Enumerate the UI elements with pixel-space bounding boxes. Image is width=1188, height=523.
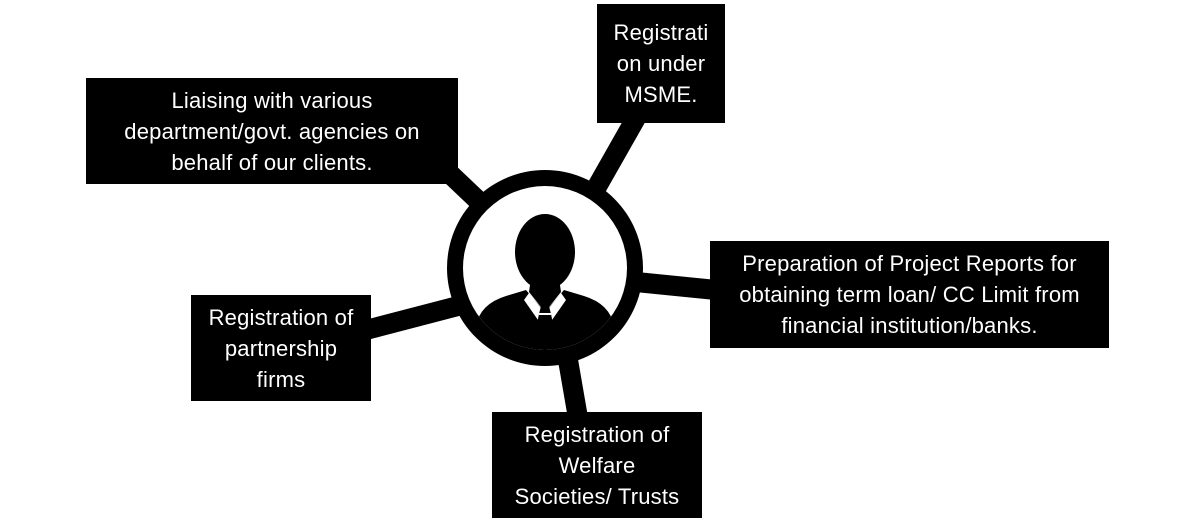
service-box-project-reports: Preparation of Project Reports for obtai… <box>710 241 1109 348</box>
service-text-line: Liaising with various <box>171 87 373 113</box>
service-text-line: Preparation of Project Reports for <box>742 251 1077 276</box>
service-text-line: Registrati <box>613 20 709 45</box>
service-text-line: Registration of <box>208 304 354 330</box>
connector-msme <box>585 113 645 197</box>
service-box-msme: Registrati on under MSME. <box>597 4 725 123</box>
connector-project <box>635 272 717 300</box>
connector-partnership <box>363 296 461 340</box>
service-text-line: department/govt. agencies on <box>124 118 420 144</box>
service-box-welfare: Registration of Welfare Societies/ Trust… <box>492 412 702 518</box>
service-text-line: Societies/ Trusts <box>514 483 680 509</box>
connector-welfare <box>558 358 588 420</box>
service-text-line: Registration of <box>524 421 670 447</box>
service-text-line: partnership <box>224 335 338 361</box>
service-text-line: financial institution/banks. <box>781 313 1038 338</box>
service-text-line: obtaining term loan/ CC Limit from <box>739 282 1080 307</box>
service-box-liaising: Liaising with various department/govt. a… <box>86 78 458 184</box>
businessman-icon <box>474 214 616 350</box>
service-text-line: behalf of our clients. <box>171 149 373 175</box>
service-text-line: Welfare <box>558 452 636 478</box>
service-text-line: MSME. <box>624 82 698 107</box>
service-text-line: firms <box>256 366 306 392</box>
service-box-partnership: Registration of partnership firms <box>191 295 371 401</box>
service-text-line: on under <box>616 51 706 76</box>
